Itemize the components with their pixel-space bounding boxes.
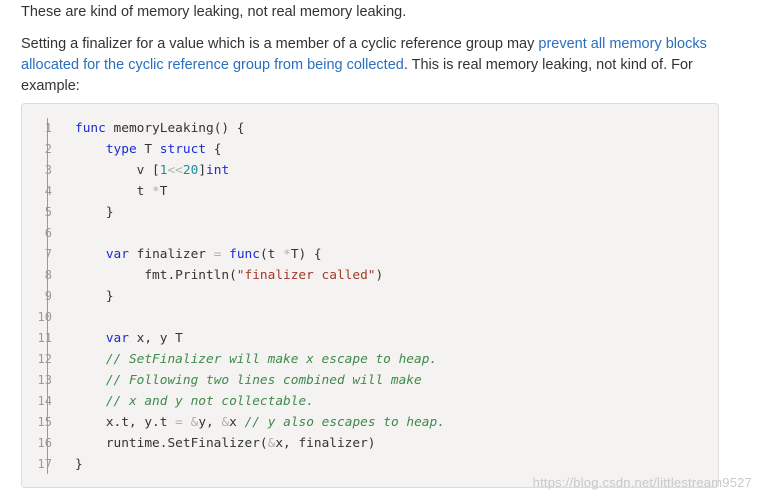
code-token: var: [105, 331, 129, 346]
code-token: x, finalizer): [275, 436, 376, 451]
paragraph-after-link: . This is real memory leaking, not kind …: [21, 57, 693, 94]
line-number: 13: [37, 373, 52, 387]
code-text: x.t, y.t = &y, &x // y also escapes to h…: [75, 412, 445, 433]
line-number: 12: [37, 352, 52, 366]
code-token: [75, 394, 106, 409]
code-text: var finalizer = func(t *T) {: [75, 244, 322, 265]
code-token: &: [267, 436, 276, 451]
paragraph-text: Setting a finalizer for a value which is…: [21, 34, 731, 97]
code-token: x.t, y.t: [75, 415, 176, 430]
code-text: t *T: [75, 181, 168, 202]
code-token: T: [136, 142, 160, 157]
code-text: fmt.Println("finalizer called"): [75, 265, 383, 286]
code-text: }: [75, 454, 83, 475]
code-token: T) {: [290, 247, 322, 262]
code-token: v [: [75, 163, 160, 178]
line-number: 3: [44, 163, 52, 177]
code-text: v [1<<20]int: [75, 160, 230, 181]
code-token: ): [375, 268, 384, 283]
code-token: [75, 352, 106, 367]
code-token: [221, 247, 229, 262]
line-number: 2: [44, 142, 52, 156]
line-number: 5: [44, 205, 52, 219]
code-token: "finalizer called": [236, 268, 376, 283]
cyclic-reference-link[interactable]: prevent all memory blocks allocated for …: [21, 36, 707, 73]
code-text: }: [75, 286, 114, 307]
code-token: var: [105, 247, 129, 262]
code-token: (t: [259, 247, 284, 262]
paragraph-before-link: Setting a finalizer for a value which is…: [21, 36, 539, 52]
line-number: 15: [37, 415, 52, 429]
watermark: https://blog.csdn.net/littlestream9527: [532, 475, 752, 490]
line-number: 11: [37, 331, 52, 345]
code-token: fmt.Println(: [75, 268, 237, 283]
code-token: // x and y not collectable.: [105, 394, 314, 409]
line-number: 9: [44, 289, 52, 303]
code-token: int: [206, 163, 230, 178]
code-token: func: [229, 247, 260, 262]
line-number: 14: [37, 394, 52, 408]
code-token: y,: [198, 415, 222, 430]
code-token: runtime.SetFinalizer(: [75, 436, 268, 451]
line-number: 6: [44, 226, 52, 240]
code-token: =: [213, 247, 222, 262]
code-text: runtime.SetFinalizer(&x, finalizer): [75, 433, 376, 454]
code-token: t: [75, 184, 153, 199]
code-token: }: [75, 205, 114, 220]
line-number: 10: [37, 310, 52, 324]
line-number: 8: [44, 268, 52, 282]
code-token: x, y T: [128, 331, 183, 346]
code-token: 20: [182, 163, 199, 178]
line-number: 4: [44, 184, 52, 198]
code-text: // SetFinalizer will make x escape to he…: [75, 349, 437, 370]
code-token: ]: [198, 163, 207, 178]
code-token: T: [159, 184, 168, 199]
code-token: [75, 373, 106, 388]
code-token: *: [152, 184, 160, 199]
code-token: finalizer: [128, 247, 214, 262]
code-block: [21, 103, 719, 488]
code-token: &: [221, 415, 230, 430]
line-number: 17: [37, 457, 52, 471]
code-token: struct: [159, 142, 207, 157]
code-token: }: [75, 289, 114, 304]
code-token: [75, 331, 106, 346]
line-number: 1: [44, 121, 52, 135]
code-token: type: [105, 142, 137, 157]
code-token: [183, 415, 191, 430]
code-text: func memoryLeaking() {: [75, 118, 245, 139]
code-token: *: [283, 247, 291, 262]
code-token: {: [206, 142, 222, 157]
code-token: 1: [159, 163, 168, 178]
code-token: =: [175, 415, 183, 430]
code-token: x: [229, 415, 245, 430]
code-text: // x and y not collectable.: [75, 391, 314, 412]
code-token: [75, 247, 106, 262]
code-text: type T struct {: [75, 139, 222, 160]
code-token: func: [75, 121, 106, 136]
code-token: }: [75, 457, 83, 472]
code-text: }: [75, 202, 114, 223]
code-text: // Following two lines combined will mak…: [75, 370, 422, 391]
line-number: 7: [44, 247, 52, 261]
intro-text: These are kind of memory leaking, not re…: [21, 4, 407, 20]
code-token: <<: [167, 163, 183, 178]
code-token: [75, 142, 106, 157]
line-number: 16: [37, 436, 52, 450]
code-token: // y also escapes to heap.: [244, 415, 445, 430]
code-token: // Following two lines combined will mak…: [105, 373, 422, 388]
code-token: memoryLeaking() {: [105, 121, 245, 136]
code-token: &: [190, 415, 199, 430]
code-token: // SetFinalizer will make x escape to he…: [105, 352, 438, 367]
line-number-divider: [47, 118, 48, 474]
code-text: var x, y T: [75, 328, 183, 349]
